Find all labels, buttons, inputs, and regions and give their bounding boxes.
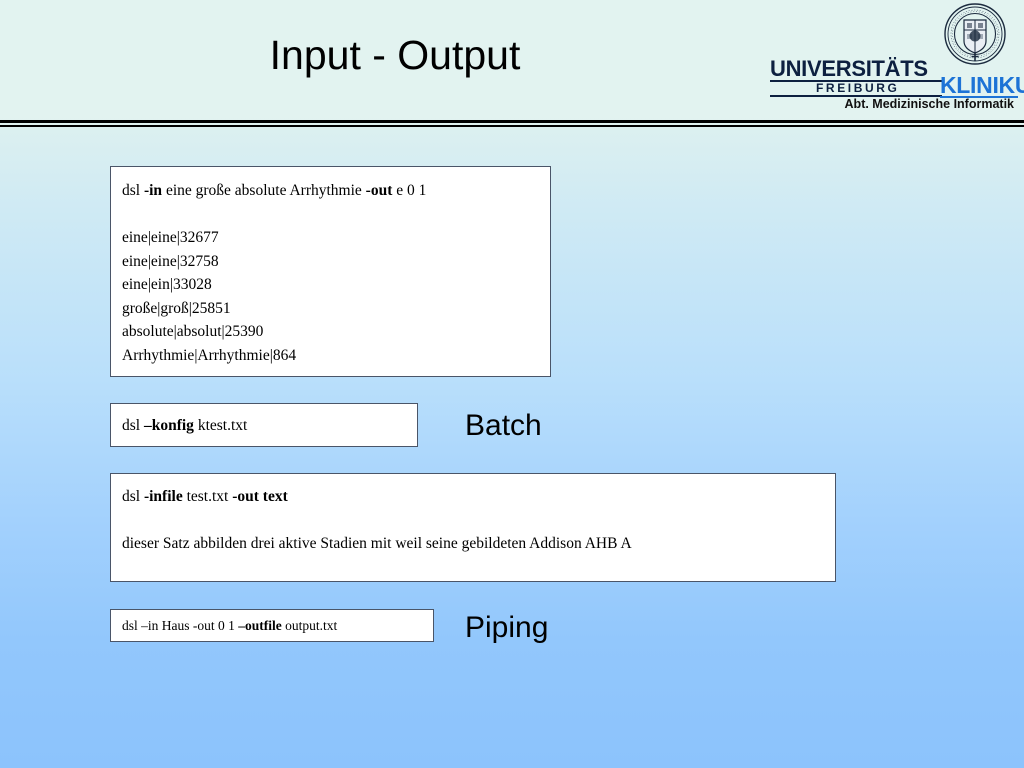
text-emphasis: -infile <box>143 488 183 505</box>
text-line <box>122 203 550 227</box>
text-segment: dsl <box>122 182 144 199</box>
text-segment: absolute|absolut|25390 <box>122 323 264 340</box>
logo-rule-clinic <box>940 96 1018 98</box>
divider-gap <box>0 123 1024 125</box>
text-line: große|groß|25851 <box>122 297 550 321</box>
text-line: dsl –konfig ktest.txt <box>122 414 417 438</box>
header-band <box>0 0 1024 118</box>
logo-department-label: Abt. Medizinische Informatik <box>844 97 1014 111</box>
text-segment: dsl –in Haus -out 0 1 <box>122 618 239 633</box>
text-line: eine|eine|32677 <box>122 226 550 250</box>
dsl-in-output-box: dsl -in eine große absolute Arrhythmie -… <box>110 166 551 377</box>
text-segment: dieser Satz abbilden drei aktive Stadien… <box>122 535 632 552</box>
page-title: Input - Output <box>269 32 521 78</box>
text-emphasis: –konfig <box>143 417 194 434</box>
dsl-piping-box: dsl –in Haus -out 0 1 –outfile output.tx… <box>110 609 434 642</box>
logo-clinic-word: KLINIKUM <box>940 72 1024 98</box>
text-line: eine|eine|32758 <box>122 250 550 274</box>
text-line: dieser Satz abbilden drei aktive Stadien… <box>122 532 835 556</box>
text-segment: output.txt <box>281 618 338 633</box>
text-segment: e 0 1 <box>392 182 427 199</box>
text-segment: ktest.txt <box>193 417 248 434</box>
logo-university-word: UNIVERSITÄTS <box>770 56 928 81</box>
text-segment: eine|eine|32758 <box>122 252 219 270</box>
text-segment: dsl <box>122 417 144 434</box>
text-segment: test.txt <box>182 488 233 505</box>
logo-city-word: FREIBURG <box>816 81 900 95</box>
text-line: dsl -in eine große absolute Arrhythmie -… <box>122 179 550 203</box>
text-emphasis: -out text <box>232 488 288 505</box>
text-segment: eine|ein|33028 <box>122 276 212 293</box>
text-emphasis: –outfile <box>238 618 282 633</box>
divider-line-top <box>0 120 1024 123</box>
text-segment: große|groß|25851 <box>122 299 231 317</box>
dsl-infile-box: dsl -infile test.txt -out text dieser Sa… <box>110 473 836 582</box>
text-line: dsl -infile test.txt -out text <box>122 485 835 509</box>
logo-rule-lower <box>770 95 942 97</box>
dsl-konfig-box: dsl –konfig ktest.txt <box>110 403 418 447</box>
text-emphasis: -out <box>365 182 393 199</box>
header-divider <box>0 118 1024 129</box>
text-emphasis: -in <box>143 182 163 199</box>
logo-wordmark: UNIVERSITÄTS FREIBURG KLINIKUM <box>764 56 1024 98</box>
text-line <box>122 509 835 533</box>
text-segment: Arrhythmie|Arrhythmie|864 <box>122 346 297 364</box>
text-segment: eine|eine|32677 <box>122 229 219 246</box>
text-segment: dsl <box>122 488 144 505</box>
text-line: absolute|absolut|25390 <box>122 320 550 344</box>
divider-line-bottom <box>0 125 1024 127</box>
text-line: eine|ein|33028 <box>122 273 550 297</box>
label-piping: Piping <box>465 611 549 644</box>
logo-rule-upper <box>770 80 942 82</box>
university-logo: UNIVERSITÄTS FREIBURG KLINIKUM Abt. Medi… <box>764 2 1024 114</box>
university-seal-icon <box>944 3 1006 65</box>
text-segment: eine große absolute Arrhythmie <box>162 182 366 199</box>
text-line: Arrhythmie|Arrhythmie|864 <box>122 344 550 368</box>
text-line: dsl –in Haus -out 0 1 –outfile output.tx… <box>122 616 433 635</box>
label-batch: Batch <box>465 409 542 442</box>
